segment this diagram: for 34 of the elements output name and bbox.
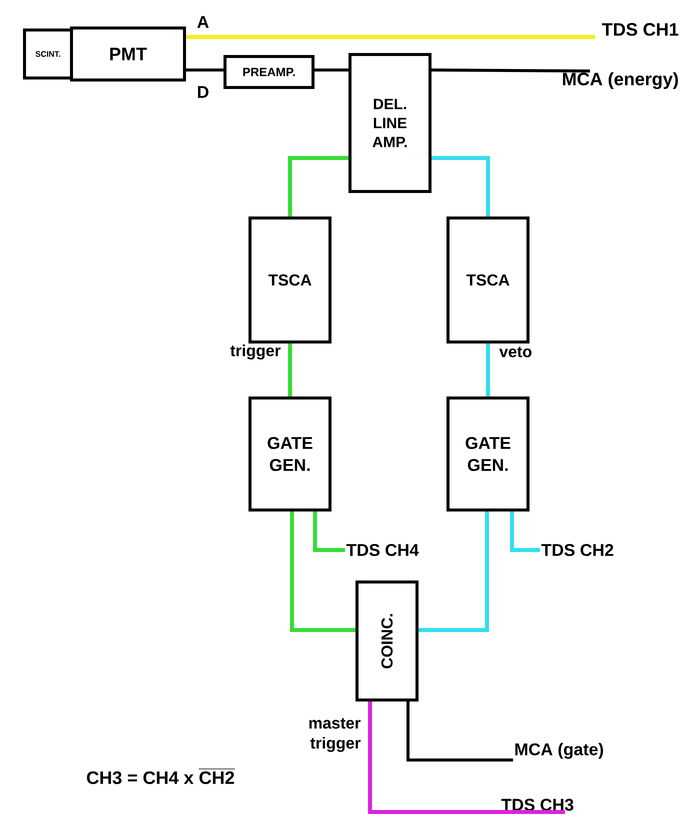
signal-line bbox=[368, 702, 565, 814]
signal-line bbox=[186, 35, 595, 39]
signal-line bbox=[418, 512, 489, 632]
block-box: SCINT. bbox=[23, 28, 73, 80]
block-box: TSCA bbox=[248, 216, 332, 344]
output-label: TDS CH4 bbox=[346, 544, 419, 556]
signal-line bbox=[313, 512, 345, 552]
signal-line bbox=[314, 68, 348, 72]
output-label: MCA (energy) bbox=[563, 72, 678, 90]
block-box: COINC. bbox=[356, 580, 418, 702]
output-label: TDS CH3 bbox=[501, 798, 574, 811]
edge-label: veto bbox=[499, 346, 532, 358]
edge-label: A bbox=[197, 16, 209, 28]
output-label: MCA (gate) bbox=[515, 742, 604, 759]
equation-label: $\text{CH3 = CH4 x }\overline{\text{CH2}}$ bbox=[86, 768, 235, 784]
signal-line bbox=[290, 512, 356, 632]
block-box: GATE GEN. bbox=[446, 396, 530, 512]
signal-line bbox=[432, 156, 490, 216]
edge-label: D bbox=[198, 86, 208, 98]
output-label: TDS CH1 bbox=[602, 23, 678, 36]
output-label: TDS CH2 bbox=[541, 544, 614, 556]
signal-line bbox=[288, 344, 292, 396]
signal-line bbox=[486, 344, 490, 396]
block-box: PREAMP. bbox=[224, 55, 314, 89]
block-box: TSCA bbox=[446, 216, 530, 344]
signal-line bbox=[288, 156, 348, 216]
signal-line bbox=[406, 702, 513, 762]
edge-label: trigger bbox=[230, 344, 281, 360]
signal-line bbox=[510, 512, 540, 552]
signal-line bbox=[186, 68, 224, 72]
block-box: DEL. LINE AMP. bbox=[348, 53, 432, 193]
edge-label: master trigger bbox=[309, 718, 361, 752]
signal-line bbox=[432, 68, 590, 72]
block-box: GATE GEN. bbox=[248, 396, 332, 512]
